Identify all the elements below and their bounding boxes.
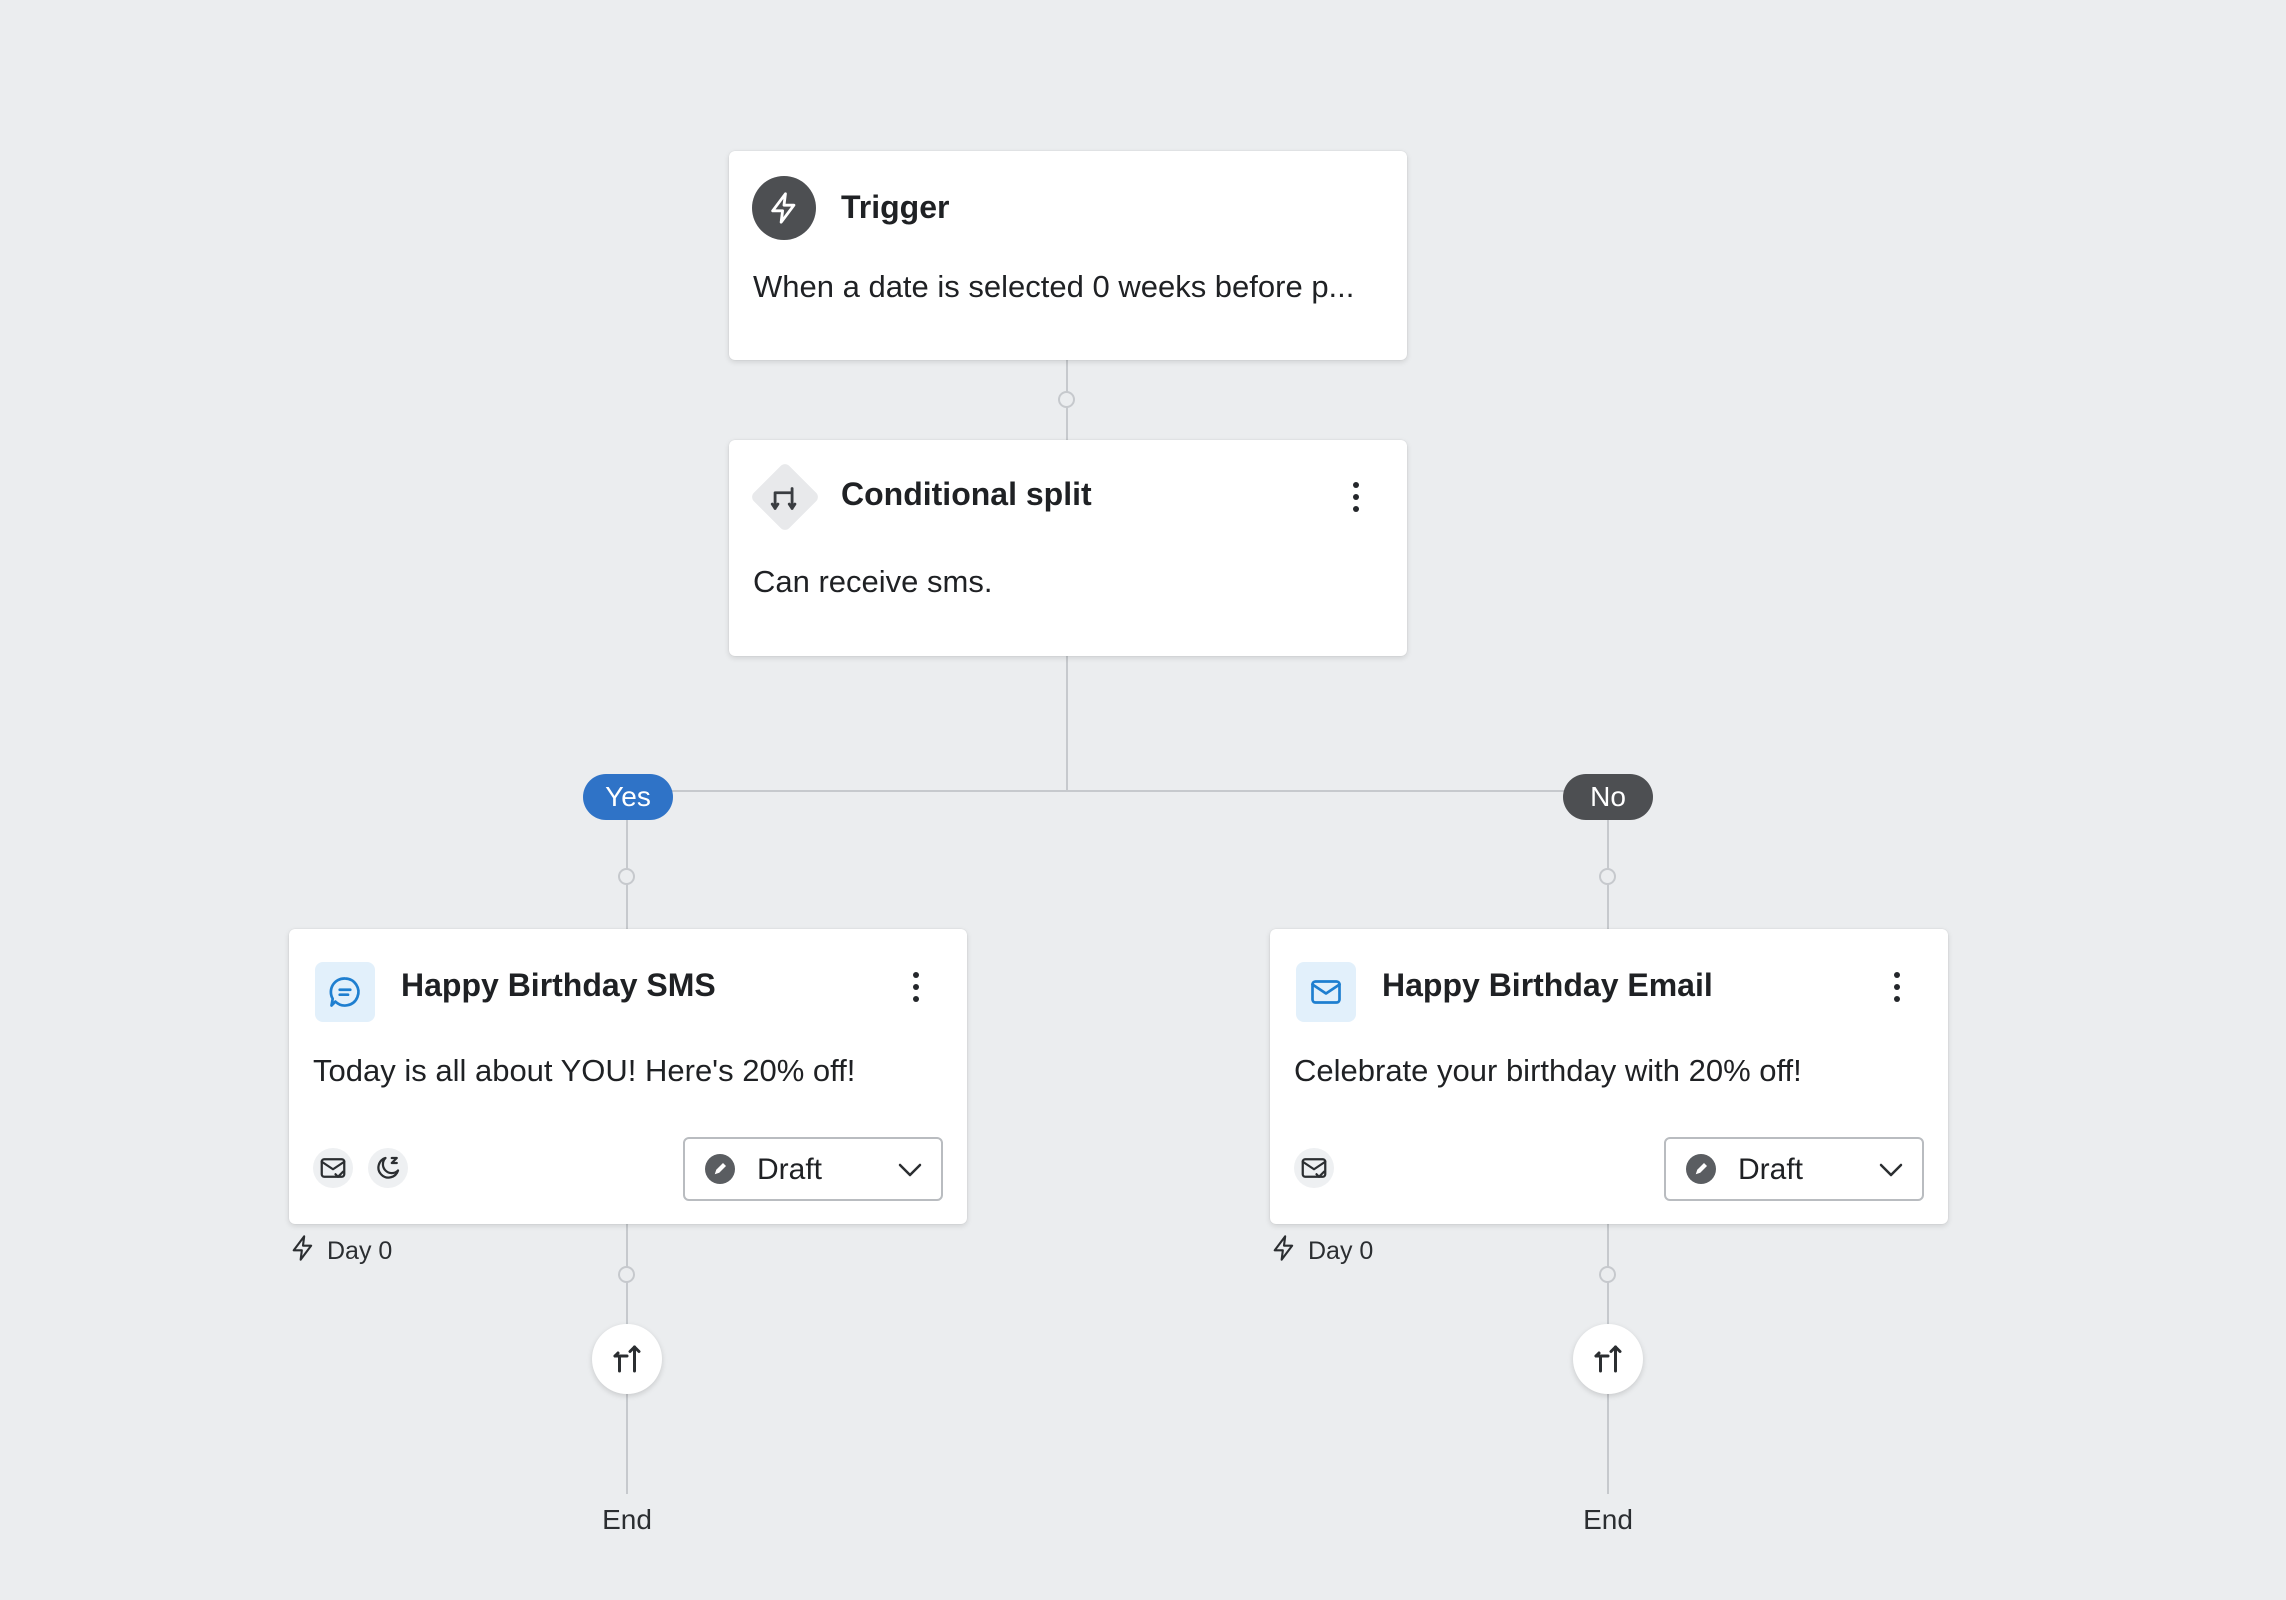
branch-arrows-icon bbox=[613, 1345, 641, 1373]
add-step-button-right[interactable] bbox=[1573, 1324, 1643, 1394]
email-message-card[interactable]: Happy Birthday Email Celebrate your birt… bbox=[1270, 929, 1948, 1224]
sms-message-preview: Today is all about YOU! Here's 20% off! bbox=[313, 1053, 856, 1088]
mail-check-icon bbox=[313, 1148, 353, 1188]
branch-line bbox=[626, 790, 1608, 792]
chat-bubble-icon bbox=[315, 962, 375, 1022]
connector-node[interactable] bbox=[618, 868, 635, 885]
split-more-menu-button[interactable] bbox=[1341, 475, 1371, 519]
email-status-label: Draft bbox=[1738, 1153, 1804, 1186]
split-arrows-icon bbox=[753, 465, 817, 529]
email-status-select[interactable]: Draft bbox=[1664, 1137, 1924, 1201]
trigger-card[interactable]: Trigger When a date is selected 0 weeks … bbox=[729, 151, 1407, 360]
connector-node[interactable] bbox=[618, 1266, 635, 1283]
sms-status-select[interactable]: Draft bbox=[683, 1137, 943, 1201]
add-step-button-left[interactable] bbox=[592, 1324, 662, 1394]
email-delay-label: Day 0 bbox=[1270, 1234, 1373, 1269]
chevron-down-icon bbox=[1876, 1155, 1906, 1190]
split-description: Can receive sms. bbox=[753, 564, 993, 599]
chevron-down-icon bbox=[895, 1155, 925, 1190]
connector-node[interactable] bbox=[1599, 1266, 1616, 1283]
split-title: Conditional split bbox=[841, 476, 1092, 512]
quiet-hours-moon-icon bbox=[368, 1148, 408, 1188]
envelope-icon bbox=[1296, 962, 1356, 1022]
end-label-right: End bbox=[1583, 1504, 1633, 1535]
branch-no-label: No bbox=[1563, 774, 1653, 820]
lightning-bolt-icon bbox=[1270, 1234, 1298, 1269]
draft-status-icon bbox=[1686, 1154, 1716, 1184]
sms-delay-label: Day 0 bbox=[289, 1234, 392, 1269]
email-more-menu-button[interactable] bbox=[1882, 965, 1912, 1009]
connector-line bbox=[1066, 656, 1068, 792]
email-title: Happy Birthday Email bbox=[1382, 967, 1713, 1003]
draft-status-icon bbox=[705, 1154, 735, 1184]
branch-arrows-icon bbox=[1594, 1345, 1622, 1373]
sms-delay-text: Day 0 bbox=[327, 1237, 393, 1265]
connector-node[interactable] bbox=[1599, 868, 1616, 885]
lightning-bolt-icon bbox=[752, 176, 816, 240]
branch-yes-label: Yes bbox=[583, 774, 673, 820]
trigger-description: When a date is selected 0 weeks before p… bbox=[753, 269, 1355, 304]
mail-check-icon bbox=[1294, 1148, 1334, 1188]
trigger-title: Trigger bbox=[841, 189, 950, 225]
sms-more-menu-button[interactable] bbox=[901, 965, 931, 1009]
sms-title: Happy Birthday SMS bbox=[401, 967, 716, 1003]
email-message-preview: Celebrate your birthday with 20% off! bbox=[1294, 1053, 1802, 1088]
lightning-bolt-icon bbox=[289, 1234, 317, 1269]
connector-node[interactable] bbox=[1058, 391, 1075, 408]
email-delay-text: Day 0 bbox=[1308, 1237, 1374, 1265]
sms-message-card[interactable]: Happy Birthday SMS Today is all about YO… bbox=[289, 929, 967, 1224]
sms-status-label: Draft bbox=[757, 1153, 823, 1186]
conditional-split-card[interactable]: Conditional split Can receive sms. bbox=[729, 440, 1407, 656]
end-label-left: End bbox=[602, 1504, 652, 1535]
